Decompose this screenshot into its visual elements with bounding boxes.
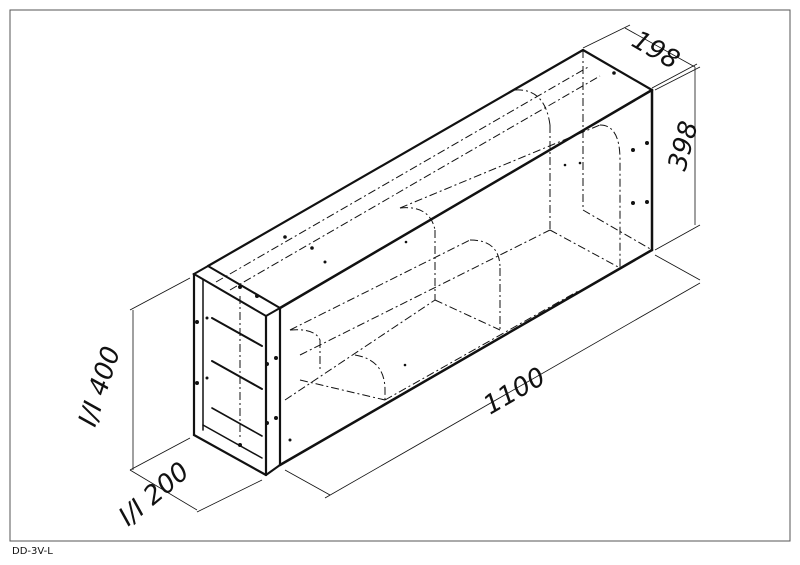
drawing-frame <box>9 9 791 542</box>
hidden-lines <box>215 50 653 440</box>
dimension-inner-height-400: I/I 400 <box>73 343 127 430</box>
dimension-198: 198 <box>627 25 685 76</box>
dimension-398: 398 <box>663 118 705 174</box>
dimension-lines <box>129 24 701 513</box>
dimension-inner-depth-200: I/I 200 <box>113 457 195 533</box>
screw-holes <box>195 71 649 447</box>
dimension-1100: 1100 <box>479 362 551 421</box>
cabinet-outline <box>192 48 654 477</box>
drawing-code: DD-3V-L <box>12 546 53 557</box>
